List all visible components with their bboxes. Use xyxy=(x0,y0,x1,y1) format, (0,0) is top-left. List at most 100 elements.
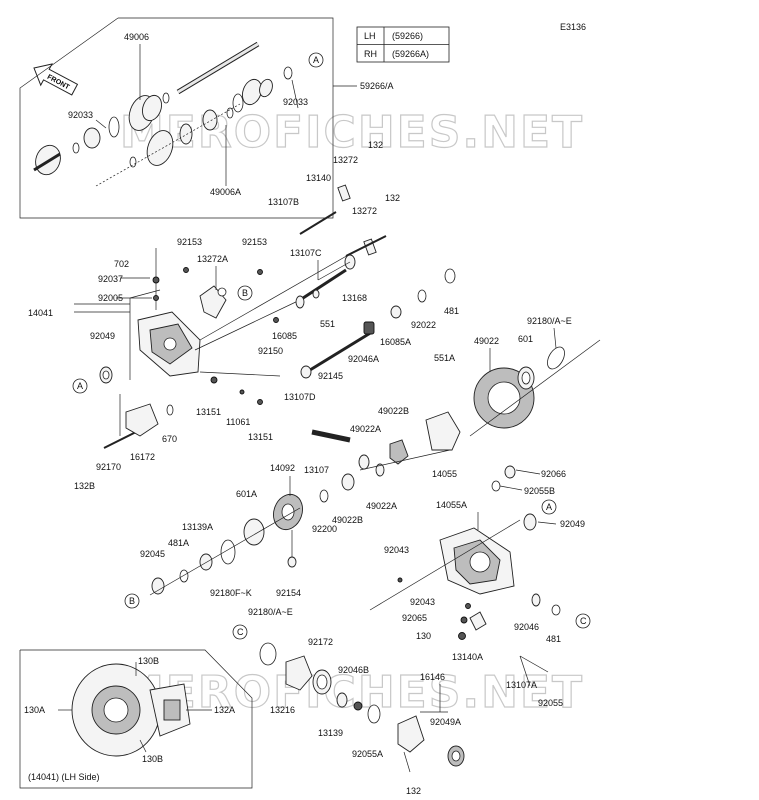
diagram-code: E3136 xyxy=(560,22,586,32)
label-49022a-2: 49022A xyxy=(366,501,397,511)
label-49006: 49006 xyxy=(124,32,149,42)
label-92033-left: 92033 xyxy=(68,110,93,120)
callout-a-2: A xyxy=(72,378,88,394)
pinion-assembly xyxy=(149,493,303,596)
label-49022b-2: 49022B xyxy=(332,515,363,525)
label-92046a: 92046A xyxy=(348,354,379,364)
label-92200: 92200 xyxy=(312,524,337,534)
label-13107d: 13107D xyxy=(284,392,316,402)
label-670: 670 xyxy=(162,434,177,444)
label-14055: 14055 xyxy=(432,469,457,479)
label-132-b: 132 xyxy=(385,193,400,203)
label-49006a: 49006A xyxy=(210,187,241,197)
differential-assembly xyxy=(311,339,601,503)
callout-b-1: B xyxy=(237,285,253,301)
label-16146: 16146 xyxy=(420,672,445,682)
label-601a: 601A xyxy=(236,489,257,499)
label-92045: 92045 xyxy=(140,549,165,559)
label-92153-a: 92153 xyxy=(177,237,202,247)
callout-c-2: C xyxy=(575,613,591,629)
label-92043-b: 92043 xyxy=(410,597,435,607)
label-11061: 11061 xyxy=(226,417,250,427)
label-551a: 551A xyxy=(434,353,455,363)
label-59266-a: 59266/A xyxy=(360,81,394,91)
label-13140a: 13140A xyxy=(452,652,483,662)
callout-b-2: B xyxy=(124,593,140,609)
label-14092: 14092 xyxy=(270,463,295,473)
label-13107c: 13107C xyxy=(290,248,322,258)
label-130: 130 xyxy=(416,631,431,641)
svg-text:B: B xyxy=(242,288,248,298)
label-16085a: 16085A xyxy=(380,337,411,347)
shift-parts xyxy=(152,184,456,379)
label-92049-b: 92049 xyxy=(560,519,585,529)
label-132-a: 132 xyxy=(368,140,383,150)
label-49022b: 49022B xyxy=(378,406,409,416)
label-16085: 16085 xyxy=(272,331,297,341)
svg-text:C: C xyxy=(580,616,587,626)
label-13151-b: 13151 xyxy=(248,432,273,442)
label-13272-a: 13272 xyxy=(333,155,358,165)
label-13139: 13139 xyxy=(318,728,343,738)
label-92180-f-k: 92180F~K xyxy=(210,588,252,598)
side-table: LH (59266) RH (59266A) xyxy=(356,26,450,63)
callout-c-1: C xyxy=(232,624,248,640)
watermark-top: MEROFICHES.NET xyxy=(120,107,584,158)
side-table-lh: LH xyxy=(364,31,376,41)
drive-shaft-assembly xyxy=(19,17,357,219)
label-13107: 13107 xyxy=(304,465,329,475)
label-481a: 481A xyxy=(168,538,189,548)
label-132-c: 132 xyxy=(406,786,421,796)
label-92037: 92037 xyxy=(98,274,123,284)
label-13151-a: 13151 xyxy=(196,407,221,417)
label-132b: 132B xyxy=(74,481,95,491)
label-13168: 13168 xyxy=(342,293,367,303)
label-49022a-1: 49022A xyxy=(350,424,381,434)
label-92180-a-e: 92180/A~E xyxy=(527,316,572,326)
label-92046b: 92046B xyxy=(338,665,369,675)
inset-label-130a: 130A xyxy=(24,705,45,715)
inset-caption: (14041) (LH Side) xyxy=(28,772,100,782)
callout-a-3: A xyxy=(541,499,557,515)
label-13140: 13140 xyxy=(306,173,331,183)
sensor-assembly xyxy=(103,376,263,449)
label-92055: 92055 xyxy=(538,698,563,708)
label-481-b: 481 xyxy=(546,634,561,644)
inset-label-130b-top: 130B xyxy=(138,656,159,666)
label-92049-a: 92049 xyxy=(90,331,115,341)
label-13272-b: 13272 xyxy=(352,206,377,216)
label-13139a: 13139A xyxy=(182,522,213,532)
label-92049a: 92049A xyxy=(430,717,461,727)
label-13272a: 13272A xyxy=(197,254,228,264)
label-92153-b: 92153 xyxy=(242,237,267,247)
label-92065: 92065 xyxy=(402,613,427,623)
label-92046: 92046 xyxy=(514,622,539,632)
svg-text:A: A xyxy=(313,55,319,65)
label-551: 551 xyxy=(320,319,335,329)
label-49022: 49022 xyxy=(474,336,499,346)
label-481-a: 481 xyxy=(444,306,459,316)
label-16172: 16172 xyxy=(130,452,155,462)
label-92172: 92172 xyxy=(308,637,333,647)
label-92180-a-e-2: 92180/A~E xyxy=(248,607,293,617)
svg-text:A: A xyxy=(546,502,552,512)
label-92066: 92066 xyxy=(541,469,566,479)
side-table-rh: RH xyxy=(364,49,377,59)
label-92022: 92022 xyxy=(411,320,436,330)
inset-label-130b-bottom: 130B xyxy=(142,754,163,764)
inset-lh-side xyxy=(19,649,253,789)
label-92033-right: 92033 xyxy=(283,97,308,107)
label-92145: 92145 xyxy=(318,371,343,381)
label-92150: 92150 xyxy=(258,346,283,356)
svg-text:B: B xyxy=(129,596,135,606)
label-92154: 92154 xyxy=(276,588,301,598)
side-table-lh-code: (59266) xyxy=(392,31,423,41)
label-92043-a: 92043 xyxy=(384,545,409,555)
leader-lines xyxy=(74,44,557,712)
label-92055b: 92055B xyxy=(524,486,555,496)
right-housing xyxy=(369,465,561,673)
label-601: 601 xyxy=(518,334,533,344)
label-14041: 14041 xyxy=(28,308,53,318)
label-92170: 92170 xyxy=(96,462,121,472)
